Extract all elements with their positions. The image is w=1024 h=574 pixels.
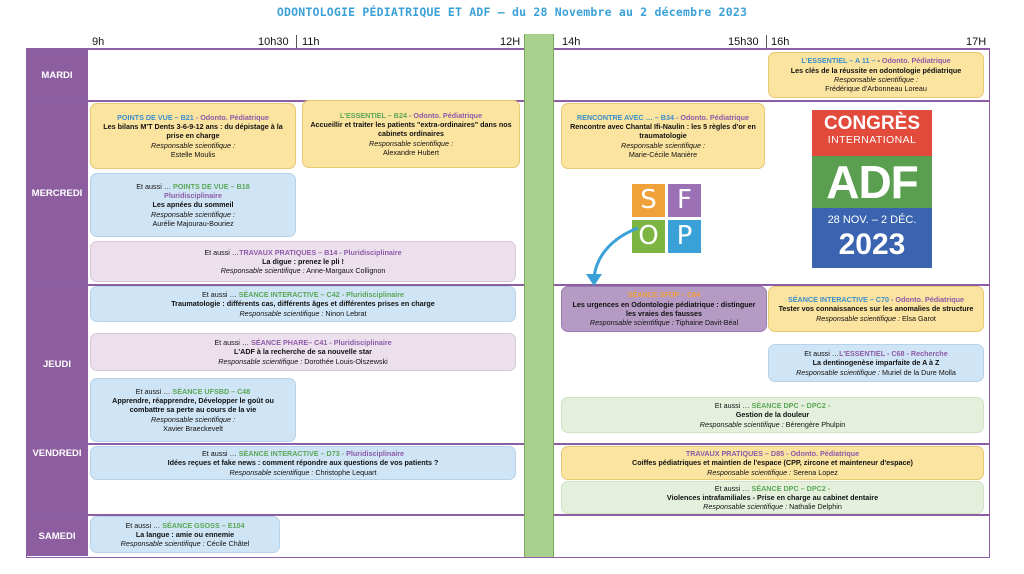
session-b24[interactable]: L'ESSENTIEL – B24 - Odonto. Pédiatrique … bbox=[302, 100, 520, 168]
session-b34[interactable]: RENCONTRE AVEC … – B34 - Odonto. Pédiatr… bbox=[561, 103, 765, 169]
row-divider bbox=[26, 514, 989, 516]
session-dpc2-douleur[interactable]: Et aussi … SÉANCE DPC – DPC2 - Gestion d… bbox=[561, 397, 984, 433]
session-b14[interactable]: Et aussi …TRAVAUX PRATIQUES – B14 - Plur… bbox=[90, 241, 516, 282]
session-d85[interactable]: TRAVAUX PRATIQUES – D85 - Odonto. Pédiat… bbox=[561, 446, 984, 480]
page-title: ODONTOLOGIE PÉDIATRIQUE ET ADF – du 28 N… bbox=[276, 5, 748, 19]
day-mercredi: MERCREDI bbox=[26, 102, 88, 284]
session-a11[interactable]: L'ESSENTIEL – A 11 – - Odonto. Pédiatriq… bbox=[768, 52, 984, 98]
row-divider bbox=[26, 48, 989, 50]
time-9h: 9h bbox=[92, 36, 105, 48]
time-10h30: 10h30 bbox=[258, 36, 289, 48]
time-16h: 16h bbox=[771, 36, 790, 48]
row-divider bbox=[26, 443, 989, 445]
time-11h: 11h bbox=[302, 36, 320, 48]
session-d73[interactable]: Et aussi … SÉANCE INTERACTIVE – D73 - Pl… bbox=[90, 446, 516, 480]
session-c70[interactable]: SÉANCE INTERACTIVE – C70 - Odonto. Pédia… bbox=[768, 286, 984, 332]
day-mardi: MARDI bbox=[26, 50, 88, 100]
session-c68[interactable]: Et aussi …L'ESSENTIEL - C68 - Recherche … bbox=[768, 344, 984, 382]
day-samedi: SAMEDI bbox=[26, 516, 88, 556]
time-12h: 12H bbox=[500, 36, 521, 48]
session-c42[interactable]: Et aussi … SÉANCE INTERACTIVE – C42 - Pl… bbox=[90, 286, 516, 322]
time-17h: 17H bbox=[966, 36, 987, 48]
arrow-icon bbox=[586, 226, 639, 286]
session-c64[interactable]: SÉANCE SFOP – C64 Les urgences en Odonto… bbox=[561, 286, 767, 332]
lunch-break-column bbox=[524, 34, 554, 557]
time-14h: 14h bbox=[562, 36, 581, 48]
session-dpc2-violences[interactable]: Et aussi … SÉANCE DPC – DPC2 - Violences… bbox=[561, 481, 984, 514]
session-b18[interactable]: Et aussi … POINTS DE VUE – B18 Pluridisc… bbox=[90, 173, 296, 237]
time-divider bbox=[766, 35, 767, 48]
session-c48[interactable]: Et aussi … SÉANCE UFSBD – C48 Apprendre,… bbox=[90, 378, 296, 442]
time-15h30: 15h30 bbox=[728, 36, 759, 48]
day-vendredi: VENDREDI bbox=[26, 445, 88, 514]
session-b21[interactable]: POINTS DE VUE – B21 - Odonto. Pédiatriqu… bbox=[90, 103, 296, 169]
day-jeudi: JEUDI bbox=[26, 286, 88, 443]
sfop-logo: S F O P bbox=[632, 184, 702, 254]
session-e104[interactable]: Et aussi … SÉANCE GSOSS – E104 La langue… bbox=[90, 516, 280, 553]
row-divider bbox=[26, 284, 989, 286]
time-divider bbox=[296, 35, 297, 48]
session-c41[interactable]: Et aussi … SÉANCE PHARE– C41 - Pluridisc… bbox=[90, 333, 516, 371]
